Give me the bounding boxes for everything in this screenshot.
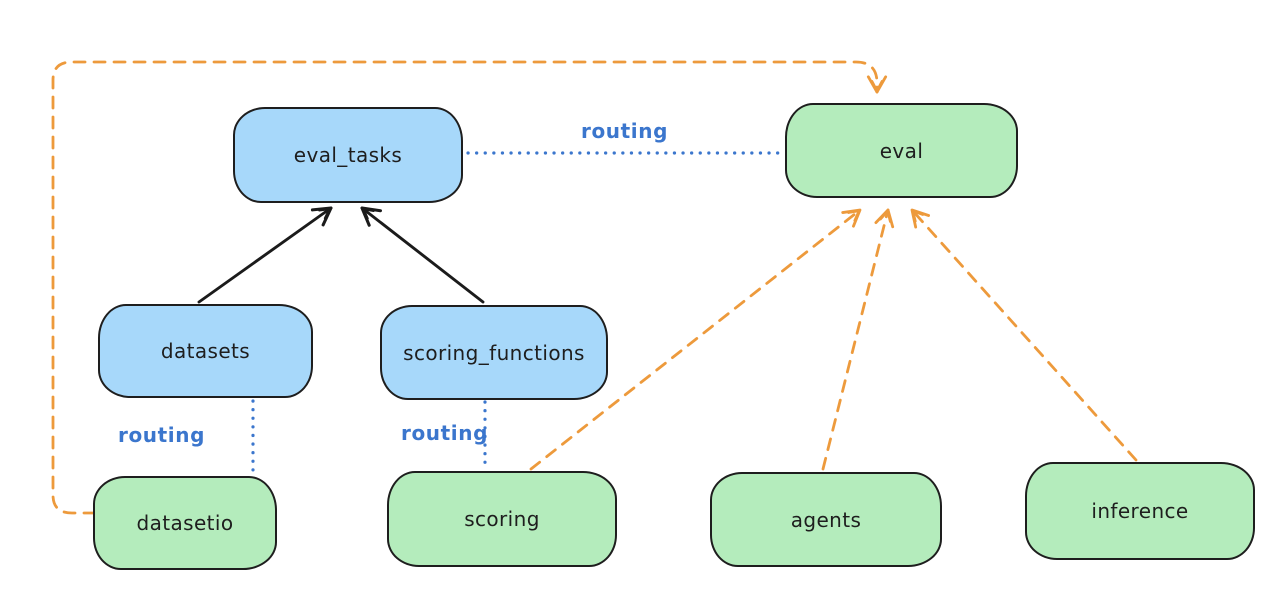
node-datasetio-label: datasetio bbox=[136, 511, 234, 535]
edge-agents-to-eval-dashed-arrow bbox=[821, 208, 895, 471]
edge-scoring-functions-to-eval-tasks-arrow bbox=[360, 206, 485, 304]
edge-label-routing-datasets-datasetio: routing bbox=[118, 423, 206, 447]
node-scoring: scoring bbox=[387, 471, 617, 567]
edge-label-routing-scoring-functions-scoring: routing bbox=[401, 421, 489, 445]
node-eval: eval bbox=[785, 103, 1018, 198]
node-datasets: datasets bbox=[98, 304, 313, 398]
node-inference-label: inference bbox=[1091, 499, 1189, 523]
node-eval-label: eval bbox=[879, 138, 924, 163]
node-scoring-label: scoring bbox=[464, 507, 540, 531]
edge-label-routing-eval-tasks-eval: routing bbox=[581, 119, 669, 143]
edge-inference-to-eval-dashed-arrow bbox=[910, 208, 1138, 462]
node-inference: inference bbox=[1025, 462, 1255, 560]
node-scoring-functions: scoring_functions bbox=[380, 305, 608, 400]
node-datasetio: datasetio bbox=[93, 476, 277, 570]
node-eval-tasks-label: eval_tasks bbox=[293, 143, 403, 167]
node-eval-tasks: eval_tasks bbox=[233, 107, 463, 203]
node-agents-label: agents bbox=[790, 507, 862, 532]
edge-datasets-to-eval-tasks-arrow bbox=[197, 206, 333, 304]
node-scoring-functions-label: scoring_functions bbox=[403, 340, 585, 365]
node-agents: agents bbox=[710, 472, 942, 567]
node-datasets-label: datasets bbox=[160, 339, 251, 363]
